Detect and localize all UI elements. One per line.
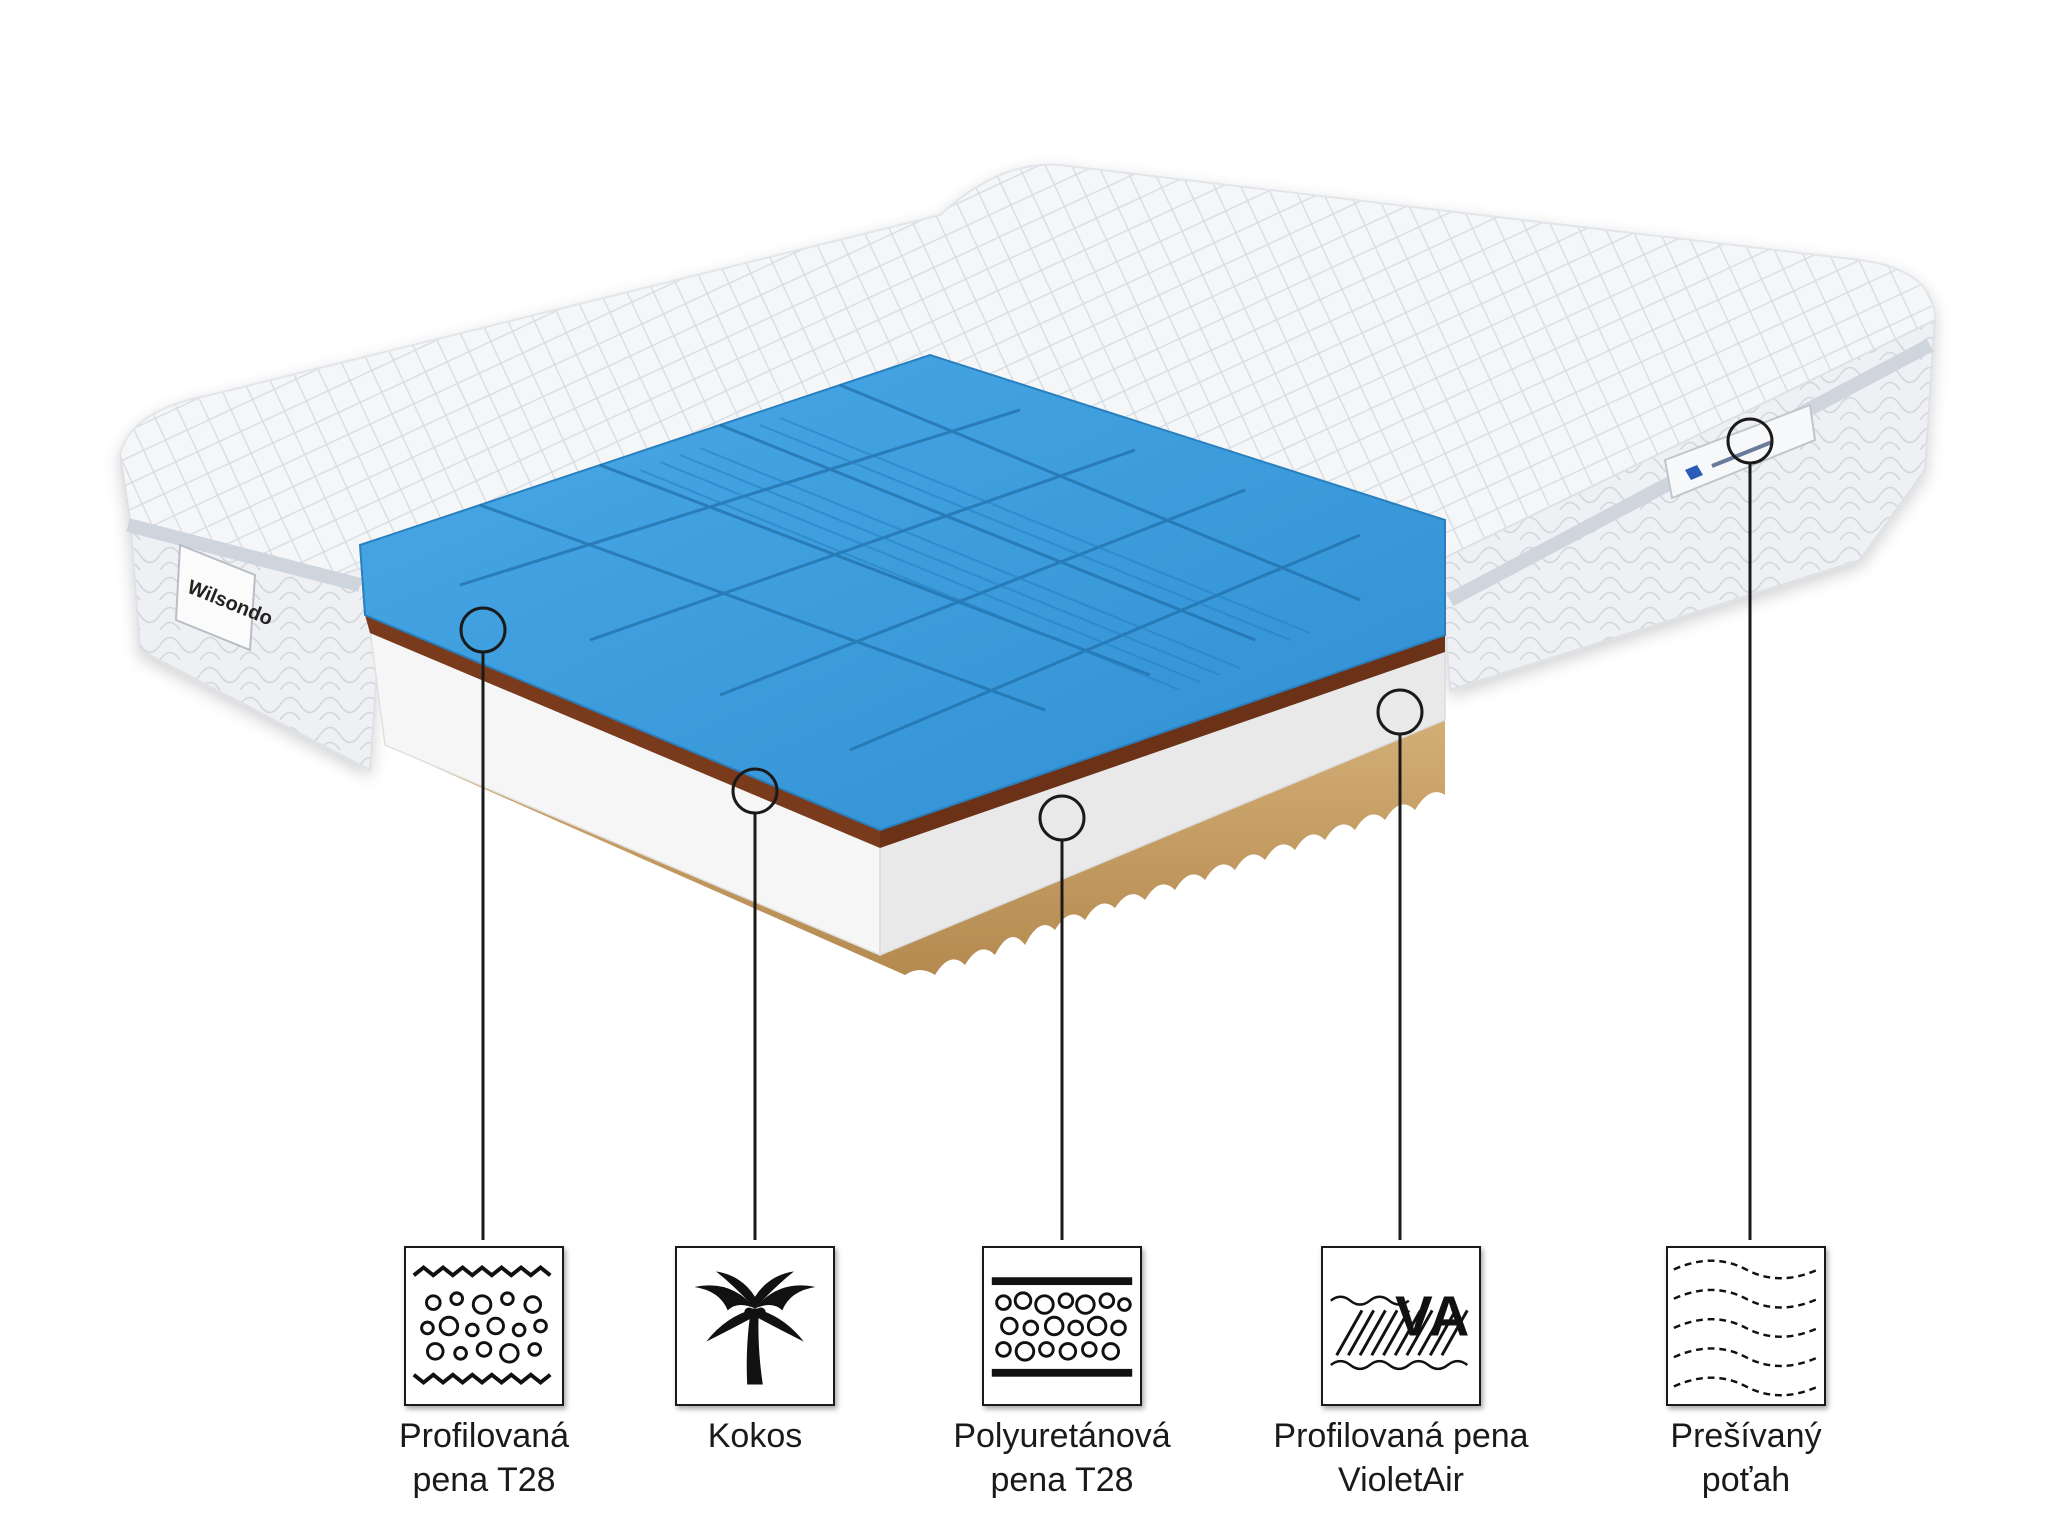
- violetair-icon: VA: [1321, 1246, 1481, 1406]
- label-profiled-foam: Profilovaná pena T28: [324, 1414, 644, 1502]
- quilted-cover-icon: [1666, 1246, 1826, 1406]
- callout-marker-violetair: [1376, 688, 1424, 736]
- callout-lines: [459, 417, 1774, 1240]
- label-line: VioletAir: [1338, 1461, 1464, 1499]
- callout-marker-profiled-foam: [459, 606, 507, 654]
- coconut-front: [365, 615, 880, 848]
- label-line: pena T28: [990, 1461, 1134, 1499]
- label-pu-foam: Polyuretánová pena T28: [902, 1414, 1222, 1502]
- polyurethane-foam-icon: [982, 1246, 1142, 1406]
- profiled-foam-layer: [358, 353, 1446, 832]
- label-line: pena T28: [412, 1461, 556, 1499]
- violetair-icon-text: VA: [1395, 1285, 1469, 1348]
- profiled-foam-icon: [404, 1246, 564, 1406]
- callout-marker-cover: [1726, 417, 1774, 465]
- label-line: poťah: [1701, 1461, 1791, 1499]
- mattress-cross-section: [358, 353, 1446, 975]
- label-line: Polyuretánová: [953, 1417, 1171, 1455]
- label-line: Kokos: [707, 1417, 803, 1455]
- label-line: Prešívaný: [1670, 1417, 1822, 1455]
- callout-marker-coconut: [731, 767, 779, 815]
- palm-tree-icon: [675, 1246, 835, 1406]
- label-violetair: Profilovaná pena VioletAir: [1241, 1414, 1561, 1502]
- label-line: Profilovaná pena: [1273, 1417, 1529, 1455]
- label-quilted-cover: Prešívaný poťah: [1586, 1414, 1906, 1502]
- callout-marker-pu-foam: [1038, 794, 1086, 842]
- label-line: Profilovaná: [398, 1417, 570, 1455]
- coconut-side: [880, 635, 1445, 848]
- label-coconut: Kokos: [595, 1414, 915, 1458]
